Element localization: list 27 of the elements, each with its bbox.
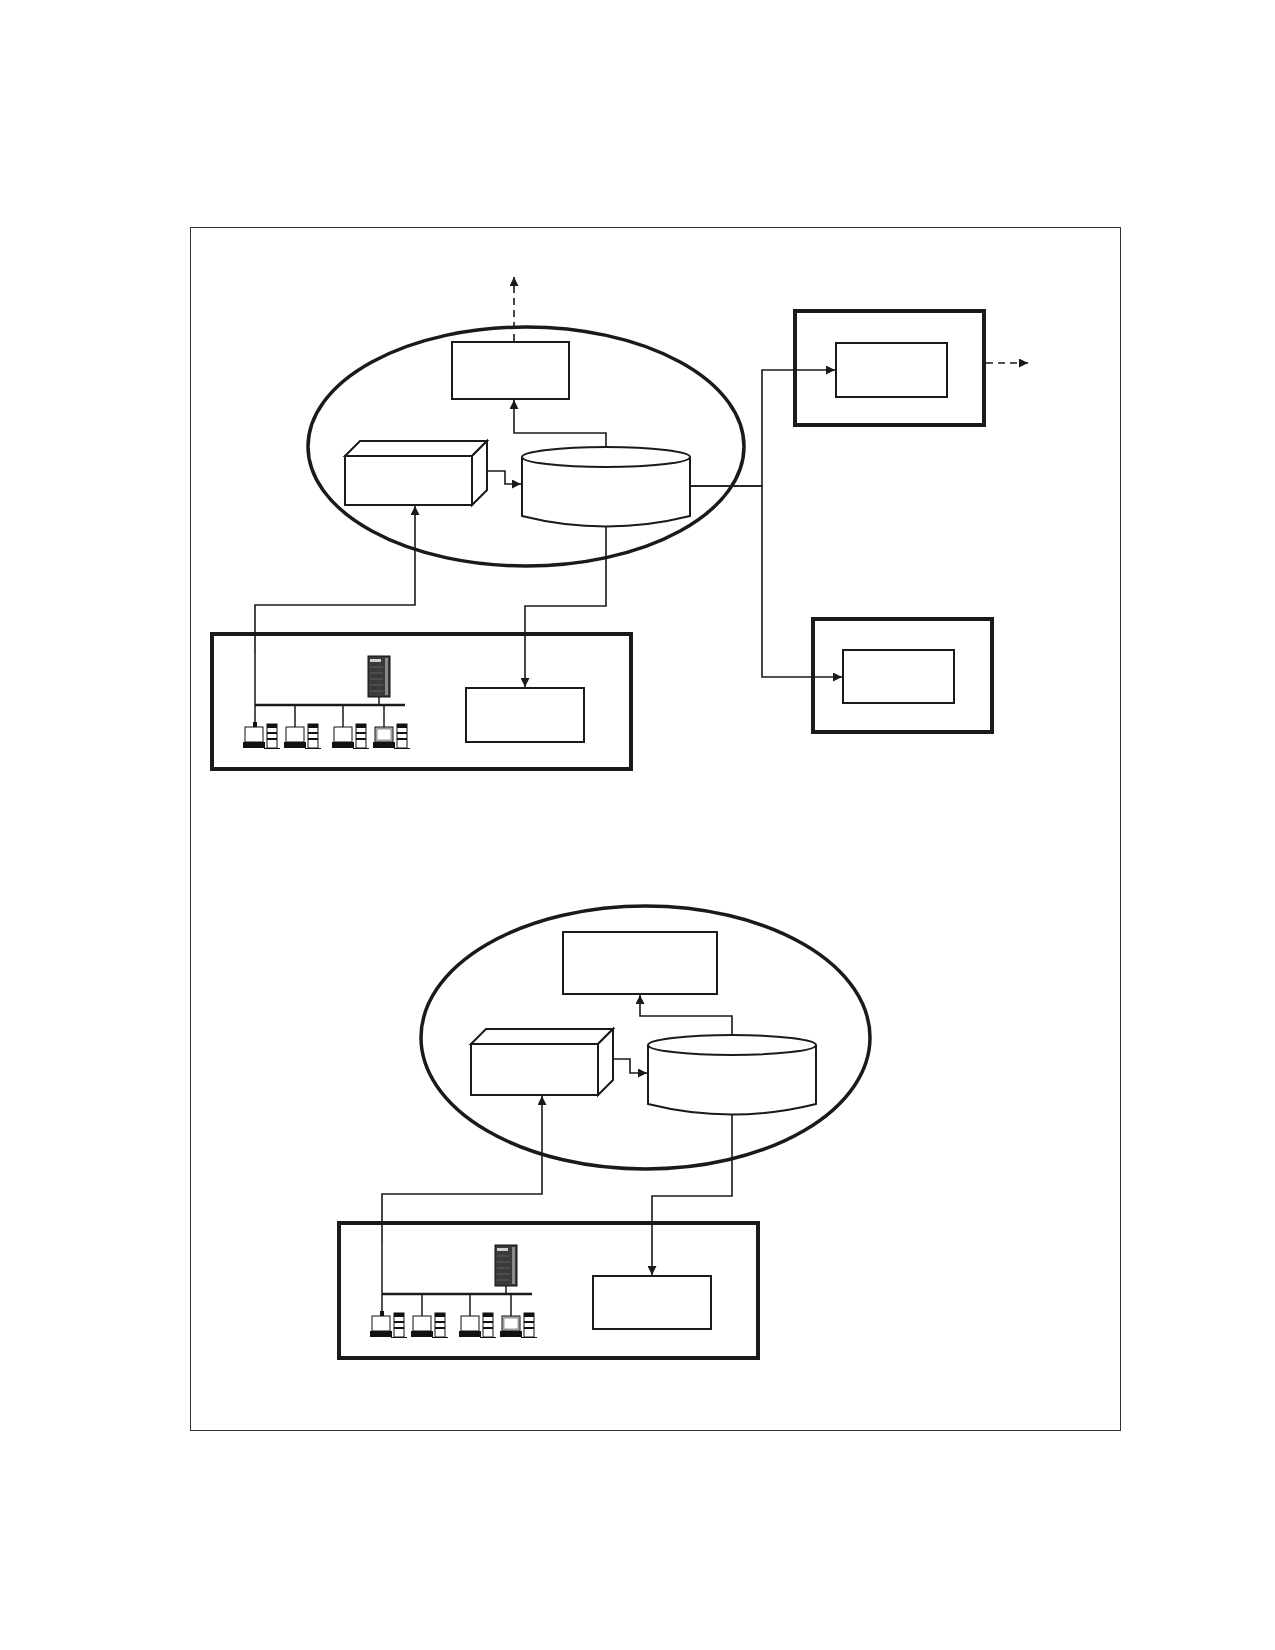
ellipse-boundary [419,904,872,1171]
arrow [487,470,522,489]
rectangle-box [451,341,570,400]
arrow [613,1058,648,1078]
arrow [381,1095,547,1244]
arrow [509,399,607,447]
rectangle-box [592,1275,712,1330]
thick-bordered-box [210,632,633,771]
dashed-arrow [985,358,1029,368]
database-cylinder [521,446,691,527]
arrow [254,505,420,655]
rectangle-box [465,687,585,743]
arrow [635,994,733,1035]
rectangle-box [562,931,718,995]
rectangle-box [835,342,948,398]
3d-box [470,1028,614,1096]
database-cylinder [647,1034,817,1115]
ellipse-boundary [306,325,746,568]
thick-bordered-box [337,1221,760,1360]
arrow [647,1114,733,1276]
arrow [690,485,843,682]
3d-box [344,440,488,506]
thick-bordered-box [811,617,994,734]
arrow [520,526,607,688]
dashed-arrow [509,276,519,342]
rectangle-box [842,649,955,704]
thick-bordered-box [793,309,986,427]
